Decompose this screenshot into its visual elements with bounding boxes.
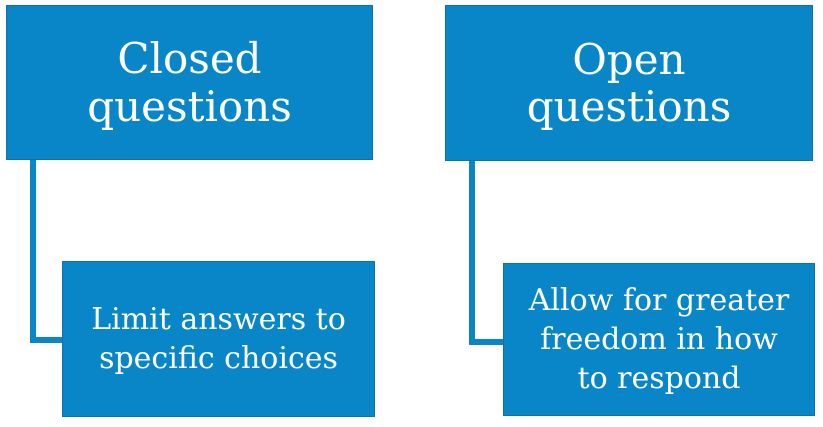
elbow-connector-closed [30, 160, 62, 343]
node-closed-questions: Closed questions [6, 5, 373, 160]
node-allow-freedom: Allow for greater freedom in how to resp… [503, 263, 815, 416]
node-limit-answers: Limit answers to specific choices [62, 261, 375, 417]
elbow-connector-open [469, 161, 503, 345]
node-open-questions: Open questions [445, 5, 813, 161]
